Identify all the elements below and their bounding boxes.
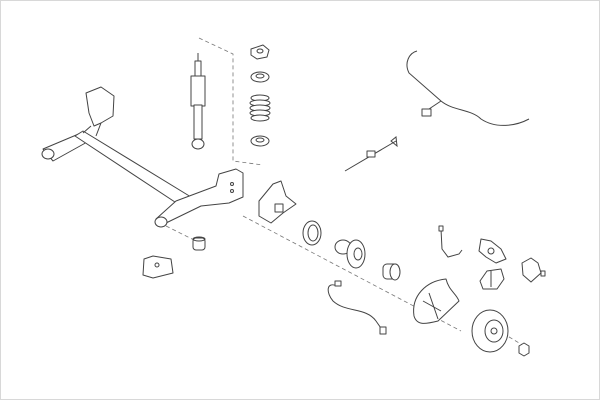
brake-line-connector[interactable]	[345, 137, 397, 171]
mounting-bracket[interactable]	[143, 256, 173, 278]
hub-nut[interactable]	[519, 343, 529, 356]
hub-carrier[interactable]	[259, 181, 296, 223]
abs-sensor-cable[interactable]	[328, 281, 386, 334]
brake-caliper[interactable]	[479, 239, 506, 263]
brake-hose[interactable]	[439, 226, 462, 257]
handbrake-cable[interactable]	[407, 51, 529, 125]
wheel-hub[interactable]	[335, 240, 365, 268]
coil-spring[interactable]	[250, 95, 270, 121]
spring-seat-lower[interactable]	[251, 136, 269, 146]
rear-axle-beam[interactable]	[42, 87, 243, 227]
shock-absorber[interactable]	[191, 53, 205, 149]
oil-seal[interactable]	[303, 221, 321, 245]
wheel-bearing[interactable]	[383, 264, 400, 280]
top-mount[interactable]	[251, 45, 269, 59]
axle-bushing[interactable]	[193, 237, 205, 250]
brake-pads[interactable]	[480, 269, 504, 289]
spring-seat-upper[interactable]	[251, 72, 269, 82]
caliper-bracket[interactable]	[522, 258, 545, 282]
brake-disc[interactable]	[472, 310, 508, 352]
brake-backing-plate[interactable]	[414, 279, 459, 323]
